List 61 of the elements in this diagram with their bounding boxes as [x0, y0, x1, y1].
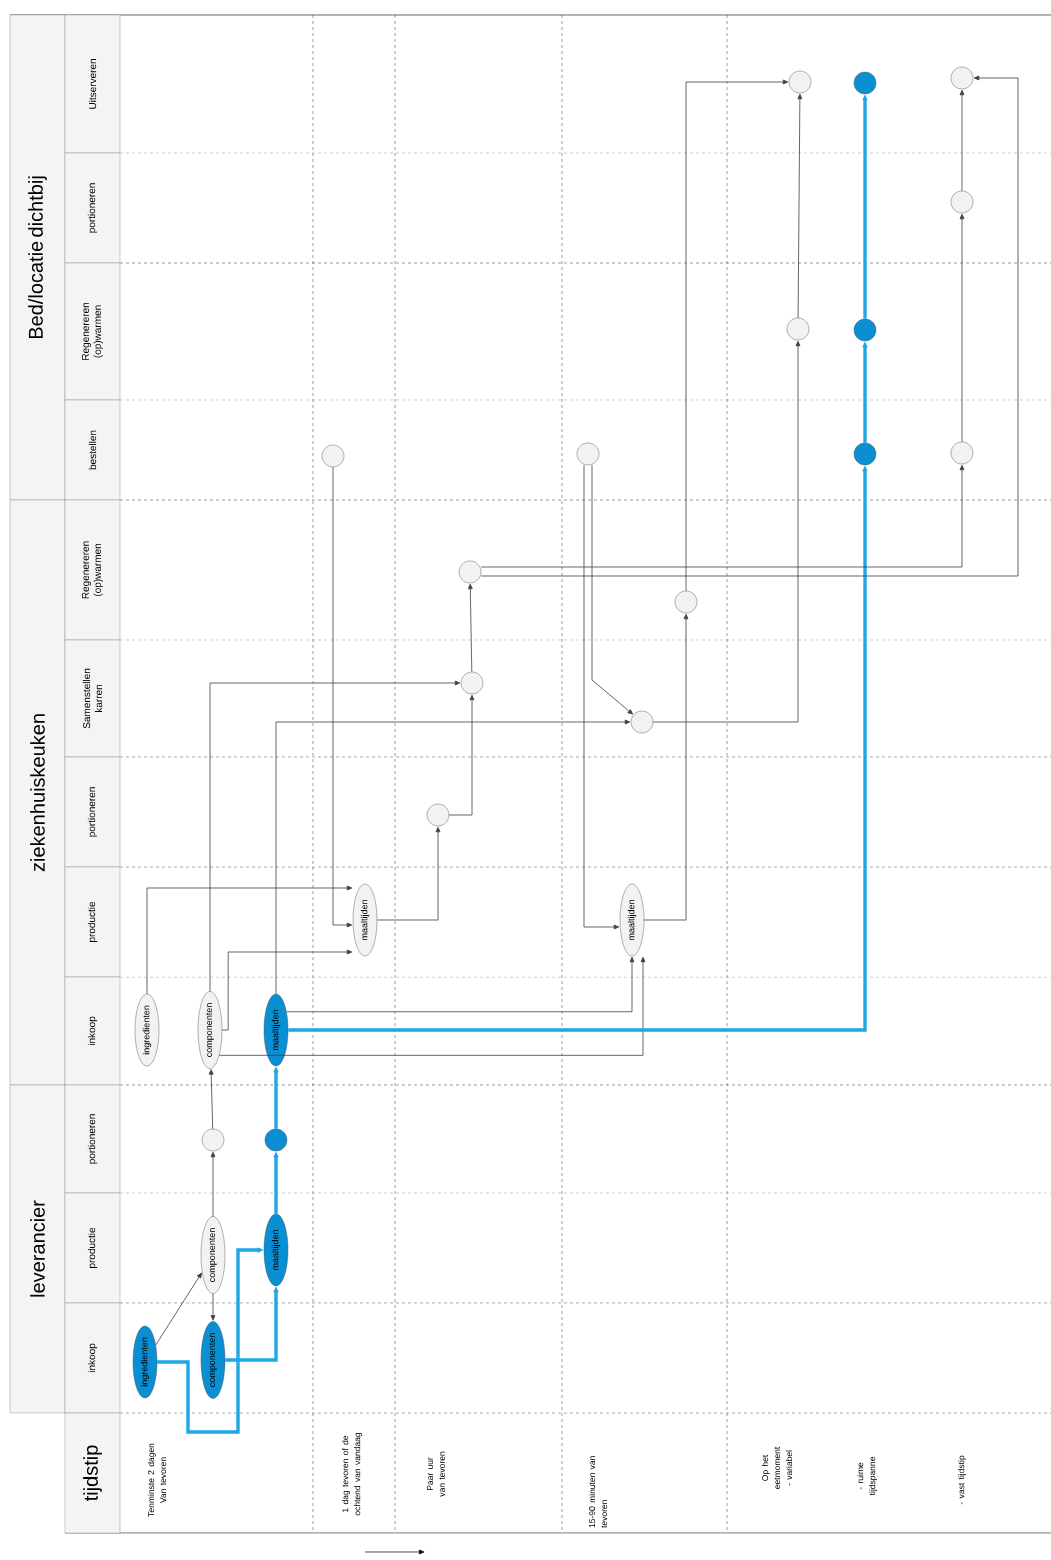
process-circle: [460, 671, 484, 695]
process-circle: [786, 317, 810, 341]
process-circle: [950, 190, 974, 214]
process-circle: [853, 442, 877, 466]
time-label: Tenminste 2 dagen Van tevoren: [147, 1443, 167, 1517]
lane-header: Regenereren (op)warmen: [64, 262, 121, 401]
process-circle: [853, 71, 877, 95]
lane-header: bestellen: [64, 399, 121, 501]
arrow: [218, 956, 646, 1056]
lane-header: tijdstip: [64, 1412, 121, 1534]
lane-header: Samenstellen karren: [64, 639, 121, 758]
arrow: [591, 464, 634, 715]
lane-header: productie: [64, 1192, 121, 1304]
lane-header: Uitserveren: [64, 14, 121, 154]
time-label: - vast tijdstip: [958, 1455, 966, 1505]
arrow: [685, 79, 789, 592]
lane-header: Regenereren (op)warmen: [64, 499, 121, 641]
lane-header: inkoop: [64, 1302, 121, 1414]
process-circle: [630, 710, 654, 734]
arrow: [332, 466, 353, 928]
process-circle: [674, 590, 698, 614]
process-circle: [201, 1128, 225, 1152]
arrow: [480, 464, 965, 568]
arrow: [155, 1272, 202, 1346]
time-label: 1 dag tevoren of de ochtend van vandaag: [342, 1432, 362, 1516]
lane-header: productie: [64, 866, 121, 978]
process-circle: [458, 560, 482, 584]
arrow: [210, 1293, 216, 1321]
arrow: [275, 719, 631, 995]
process-circle: [788, 70, 812, 94]
arrow: [448, 694, 475, 816]
arrow: [210, 1151, 216, 1217]
lane-header: inkoop: [64, 976, 121, 1086]
lane-header: portioneren: [64, 152, 121, 264]
arrow: [797, 93, 803, 319]
lane-header: portioneren: [64, 1084, 121, 1194]
arrow: [146, 885, 353, 995]
arrow: [959, 213, 965, 443]
process-circle: [321, 444, 345, 468]
process-circle: [576, 442, 600, 466]
arrow: [209, 680, 461, 992]
arrow: [286, 956, 635, 1013]
time-label: Op het eetmoment - variabel: [761, 1446, 793, 1489]
arrow: [959, 89, 965, 192]
time-label: 15-90 minuten van tevoren: [588, 1456, 608, 1528]
arrow: [643, 613, 689, 921]
process-circle: [950, 441, 974, 465]
arrow: [480, 75, 1019, 577]
time-label: - ruime tijdspanne: [857, 1457, 877, 1496]
arrow: [583, 464, 620, 930]
process-circle: [426, 803, 450, 827]
arrow: [652, 340, 801, 723]
arrow: [376, 826, 441, 921]
arrow: [221, 949, 353, 1031]
process-circle: [853, 318, 877, 342]
lane-header: portioneren: [64, 756, 121, 868]
process-circle: [950, 66, 974, 90]
time-label: Paar uur van tevoren: [427, 1451, 445, 1497]
process-circle: [264, 1128, 288, 1152]
arrow: [208, 1069, 214, 1130]
arrow: [467, 583, 473, 673]
